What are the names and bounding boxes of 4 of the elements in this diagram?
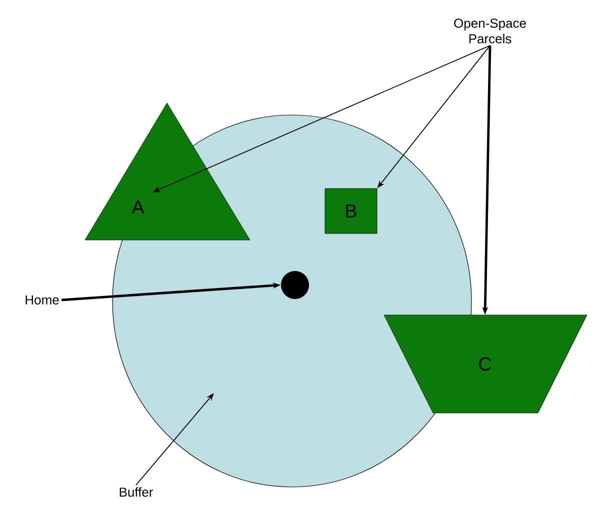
text-label: Buffer: [120, 487, 153, 497]
text-label: Open-Space Parcels: [454, 18, 526, 44]
dot: [281, 271, 309, 299]
text-label: Home: [26, 295, 59, 305]
